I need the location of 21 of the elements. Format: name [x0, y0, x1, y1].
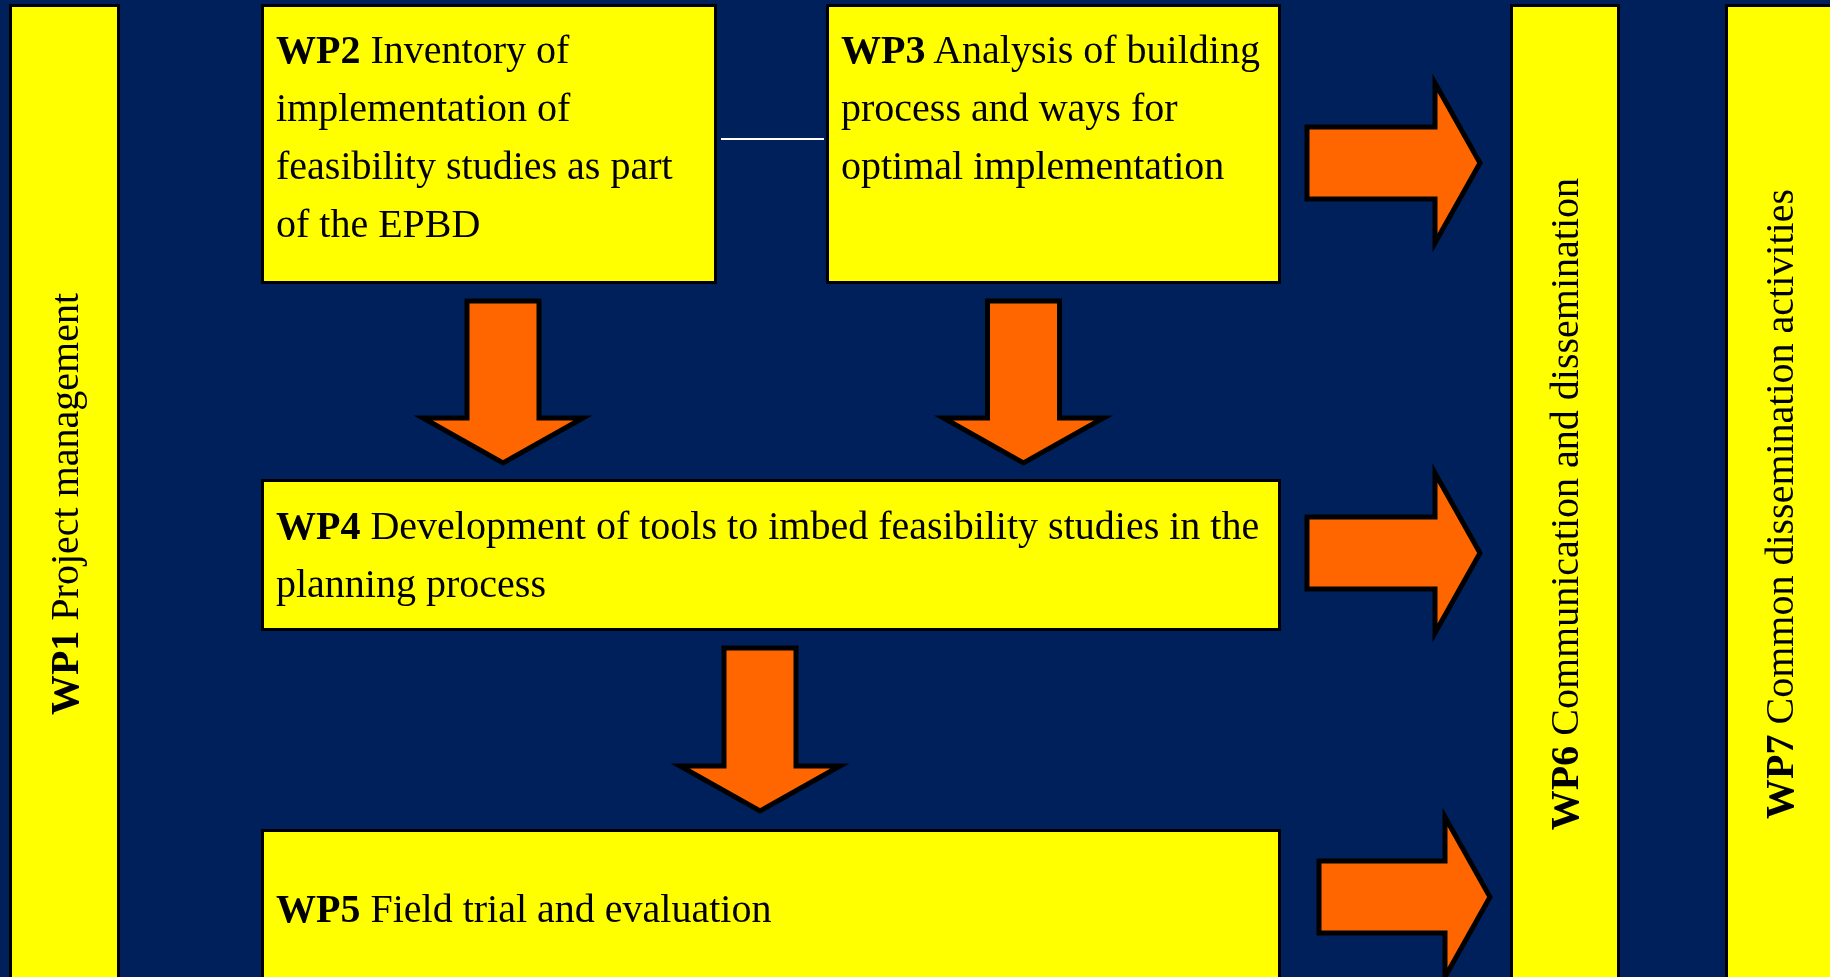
process-box — [261, 479, 1281, 631]
block-arrow — [1316, 807, 1493, 977]
process-box — [261, 829, 1281, 977]
box-label: WP1 Project management — [44, 292, 85, 716]
block-arrow — [413, 298, 593, 466]
vertical-band — [1510, 4, 1620, 977]
process-box — [826, 4, 1281, 284]
box-label: WP3 Analysis of building process and ways for optimal implementation — [841, 26, 1261, 190]
vertical-band — [9, 4, 120, 977]
box-label: WP5 Field trial and evaluation — [276, 885, 772, 933]
vertical-band — [1725, 4, 1830, 977]
block-arrow — [1304, 463, 1483, 643]
block-arrow — [1304, 73, 1483, 253]
connector-line — [720, 138, 825, 140]
box-label: WP7 Common dissemination activities — [1760, 189, 1800, 819]
block-arrow — [933, 298, 1114, 466]
block-arrow — [670, 645, 850, 814]
box-label: WP2 Inventory of implementation of feasibility studies as part of the EPBD — [276, 26, 674, 248]
process-box — [261, 4, 717, 284]
box-label: WP6 Communication and dissemination — [1545, 177, 1585, 831]
box-label: WP4 Development of tools to imbed feasibility studies in the planning process — [276, 502, 1261, 608]
